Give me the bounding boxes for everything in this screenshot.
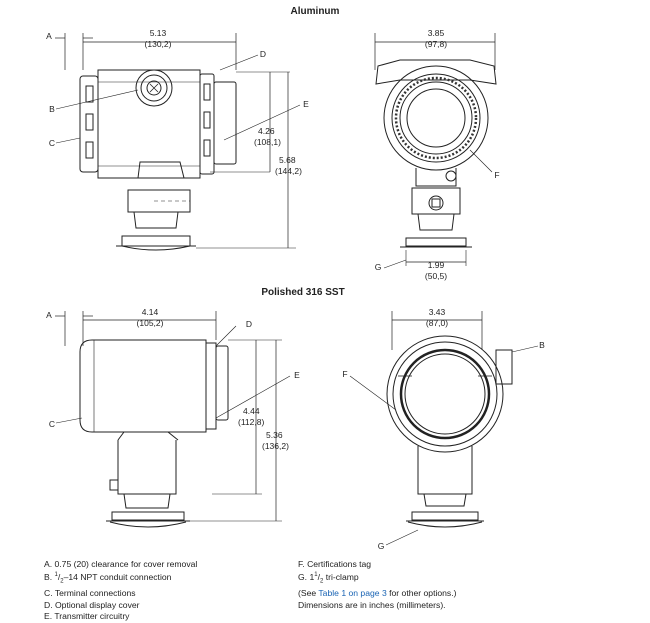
legend-g-sup: 1 (314, 572, 318, 579)
dim-sst-width-in: 4.14 (142, 307, 159, 317)
callout-f-al: F (494, 170, 499, 180)
legend-see-note: (See Table 1 on page 3 for other options… (298, 588, 456, 599)
dim-al-side-in: 3.85 (428, 28, 445, 38)
dim-sst-side-mm: (87,0) (426, 318, 448, 328)
dim-al-clamp-mm: (50,5) (425, 271, 447, 281)
dim-al-h1-mm: (108,1) (254, 137, 281, 147)
callout-g-al: G (375, 262, 382, 272)
dim-al-h1-in: 4.26 (258, 126, 275, 136)
legend-item-b: B. 1/2–14 NPT conduit connection (44, 572, 172, 585)
legend-b-prefix: B. (44, 572, 55, 583)
legend-item-d: D. Optional display cover (44, 599, 140, 610)
legend-item-g: G. 11/2 tri-clamp (298, 572, 359, 585)
sst-front-view (349, 311, 539, 546)
legend-g-rest: tri-clamp (323, 572, 359, 583)
legend-item-a: A. 0.75 (20) clearance for cover removal (44, 559, 198, 569)
callout-e-sst: E (294, 370, 300, 380)
legend-see-prefix: (See (298, 588, 319, 599)
dim-sst-side-in: 3.43 (429, 307, 446, 317)
aluminum-side-view (55, 33, 301, 251)
legend-g-sub: 2 (319, 578, 324, 585)
dim-al-width-mm: (130,2) (145, 39, 172, 49)
legend-left: A. 0.75 (20) clearance for cover removal… (44, 559, 197, 623)
sst-side-view (55, 311, 291, 528)
legend-b-sup: 1 (54, 572, 58, 579)
heading-aluminum: Aluminum (291, 6, 340, 17)
callout-b-sst: B (539, 340, 545, 350)
callout-a-al: A (46, 31, 52, 41)
legend-item-c: C. Terminal connections (44, 588, 136, 599)
dim-al-h2-in: 5.68 (279, 155, 296, 165)
callout-e-al: E (303, 99, 309, 109)
legend-item-e: E. Transmitter circuitry (44, 611, 130, 622)
callout-c-al: C (49, 138, 55, 148)
dim-sst-h1-in: 4.44 (243, 406, 260, 416)
callout-c-sst: C (49, 419, 55, 429)
legend-g-prefix: G. 1 (298, 572, 315, 583)
legend-right: F. Certifications tag G. 11/2 tri-clamp … (298, 559, 456, 611)
legend-item-f: F. Certifications tag (298, 559, 372, 569)
callout-d-al: D (260, 49, 266, 59)
dim-sst-width-mm: (105,2) (137, 318, 164, 328)
legend-b-rest: –14 NPT conduit connection (63, 572, 172, 583)
callout-d-sst: D (246, 319, 252, 329)
dim-al-h2-mm: (144,2) (275, 166, 302, 176)
aluminum-front-view (374, 33, 497, 269)
dim-sst-h2-in: 5.36 (266, 430, 283, 440)
heading-sst: Polished 316 SST (261, 287, 344, 298)
legend-b-sub: 2 (60, 578, 64, 585)
units-note: Dimensions are in inches (millimeters). (298, 599, 446, 610)
callout-g-sst: G (378, 541, 385, 551)
dim-al-width-in: 5.13 (150, 28, 167, 38)
dim-sst-h2-mm: (136,2) (262, 441, 289, 451)
table-1-link[interactable]: Table 1 on page 3 (318, 588, 387, 599)
dim-al-side-mm: (97,8) (425, 39, 447, 49)
callout-a-sst: A (46, 310, 52, 320)
dim-al-clamp-in: 1.99 (428, 260, 445, 270)
callout-f-sst: F (342, 369, 347, 379)
dim-sst-h1-mm: (112,8) (238, 417, 264, 427)
callout-b-al: B (49, 104, 55, 114)
legend-see-suffix: for other options.) (386, 588, 457, 599)
